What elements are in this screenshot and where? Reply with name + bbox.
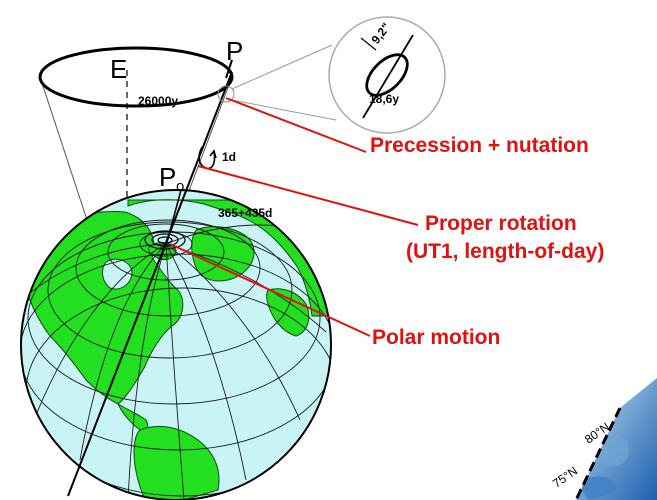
day-period-label: 1d: [222, 150, 236, 164]
nutation-inset: [328, 16, 446, 134]
proper-rotation-callout: Proper rotation: [425, 212, 577, 235]
south-america: [133, 425, 220, 500]
pole-o-label: P: [159, 162, 176, 192]
ecliptic-pole-label: E: [110, 54, 127, 84]
europe: [266, 288, 310, 337]
pole-o-subscript: o: [176, 178, 184, 195]
lat-75-label: 75°N: [550, 464, 580, 491]
precession-nutation-callout: Precession + nutation: [370, 134, 589, 157]
globe: [20, 189, 332, 500]
celestial-pole-label: P: [226, 36, 243, 66]
polar-motion-callout: Polar motion: [372, 326, 500, 349]
map-inset: 80°N 75°N: [550, 378, 657, 500]
precession-period-label: 26000y: [138, 94, 178, 108]
figure-axis: [166, 189, 182, 243]
polar-motion-spiral: [144, 230, 186, 250]
ut1-lod-callout: (UT1, length-of-day): [406, 240, 604, 263]
rotation-axis: [67, 71, 233, 497]
greenland: [191, 226, 255, 282]
nutation-zoom: [217, 16, 446, 134]
callout-lines: [169, 97, 419, 337]
precession-circle: [38, 46, 234, 108]
nutation-ellipse: [365, 53, 409, 97]
nutation-period-label: 18,6y: [369, 92, 399, 106]
rotation-arrowhead-icon: [209, 149, 217, 159]
p-tick: [225, 59, 233, 79]
chandler-period-label: 365+435d: [218, 206, 272, 220]
